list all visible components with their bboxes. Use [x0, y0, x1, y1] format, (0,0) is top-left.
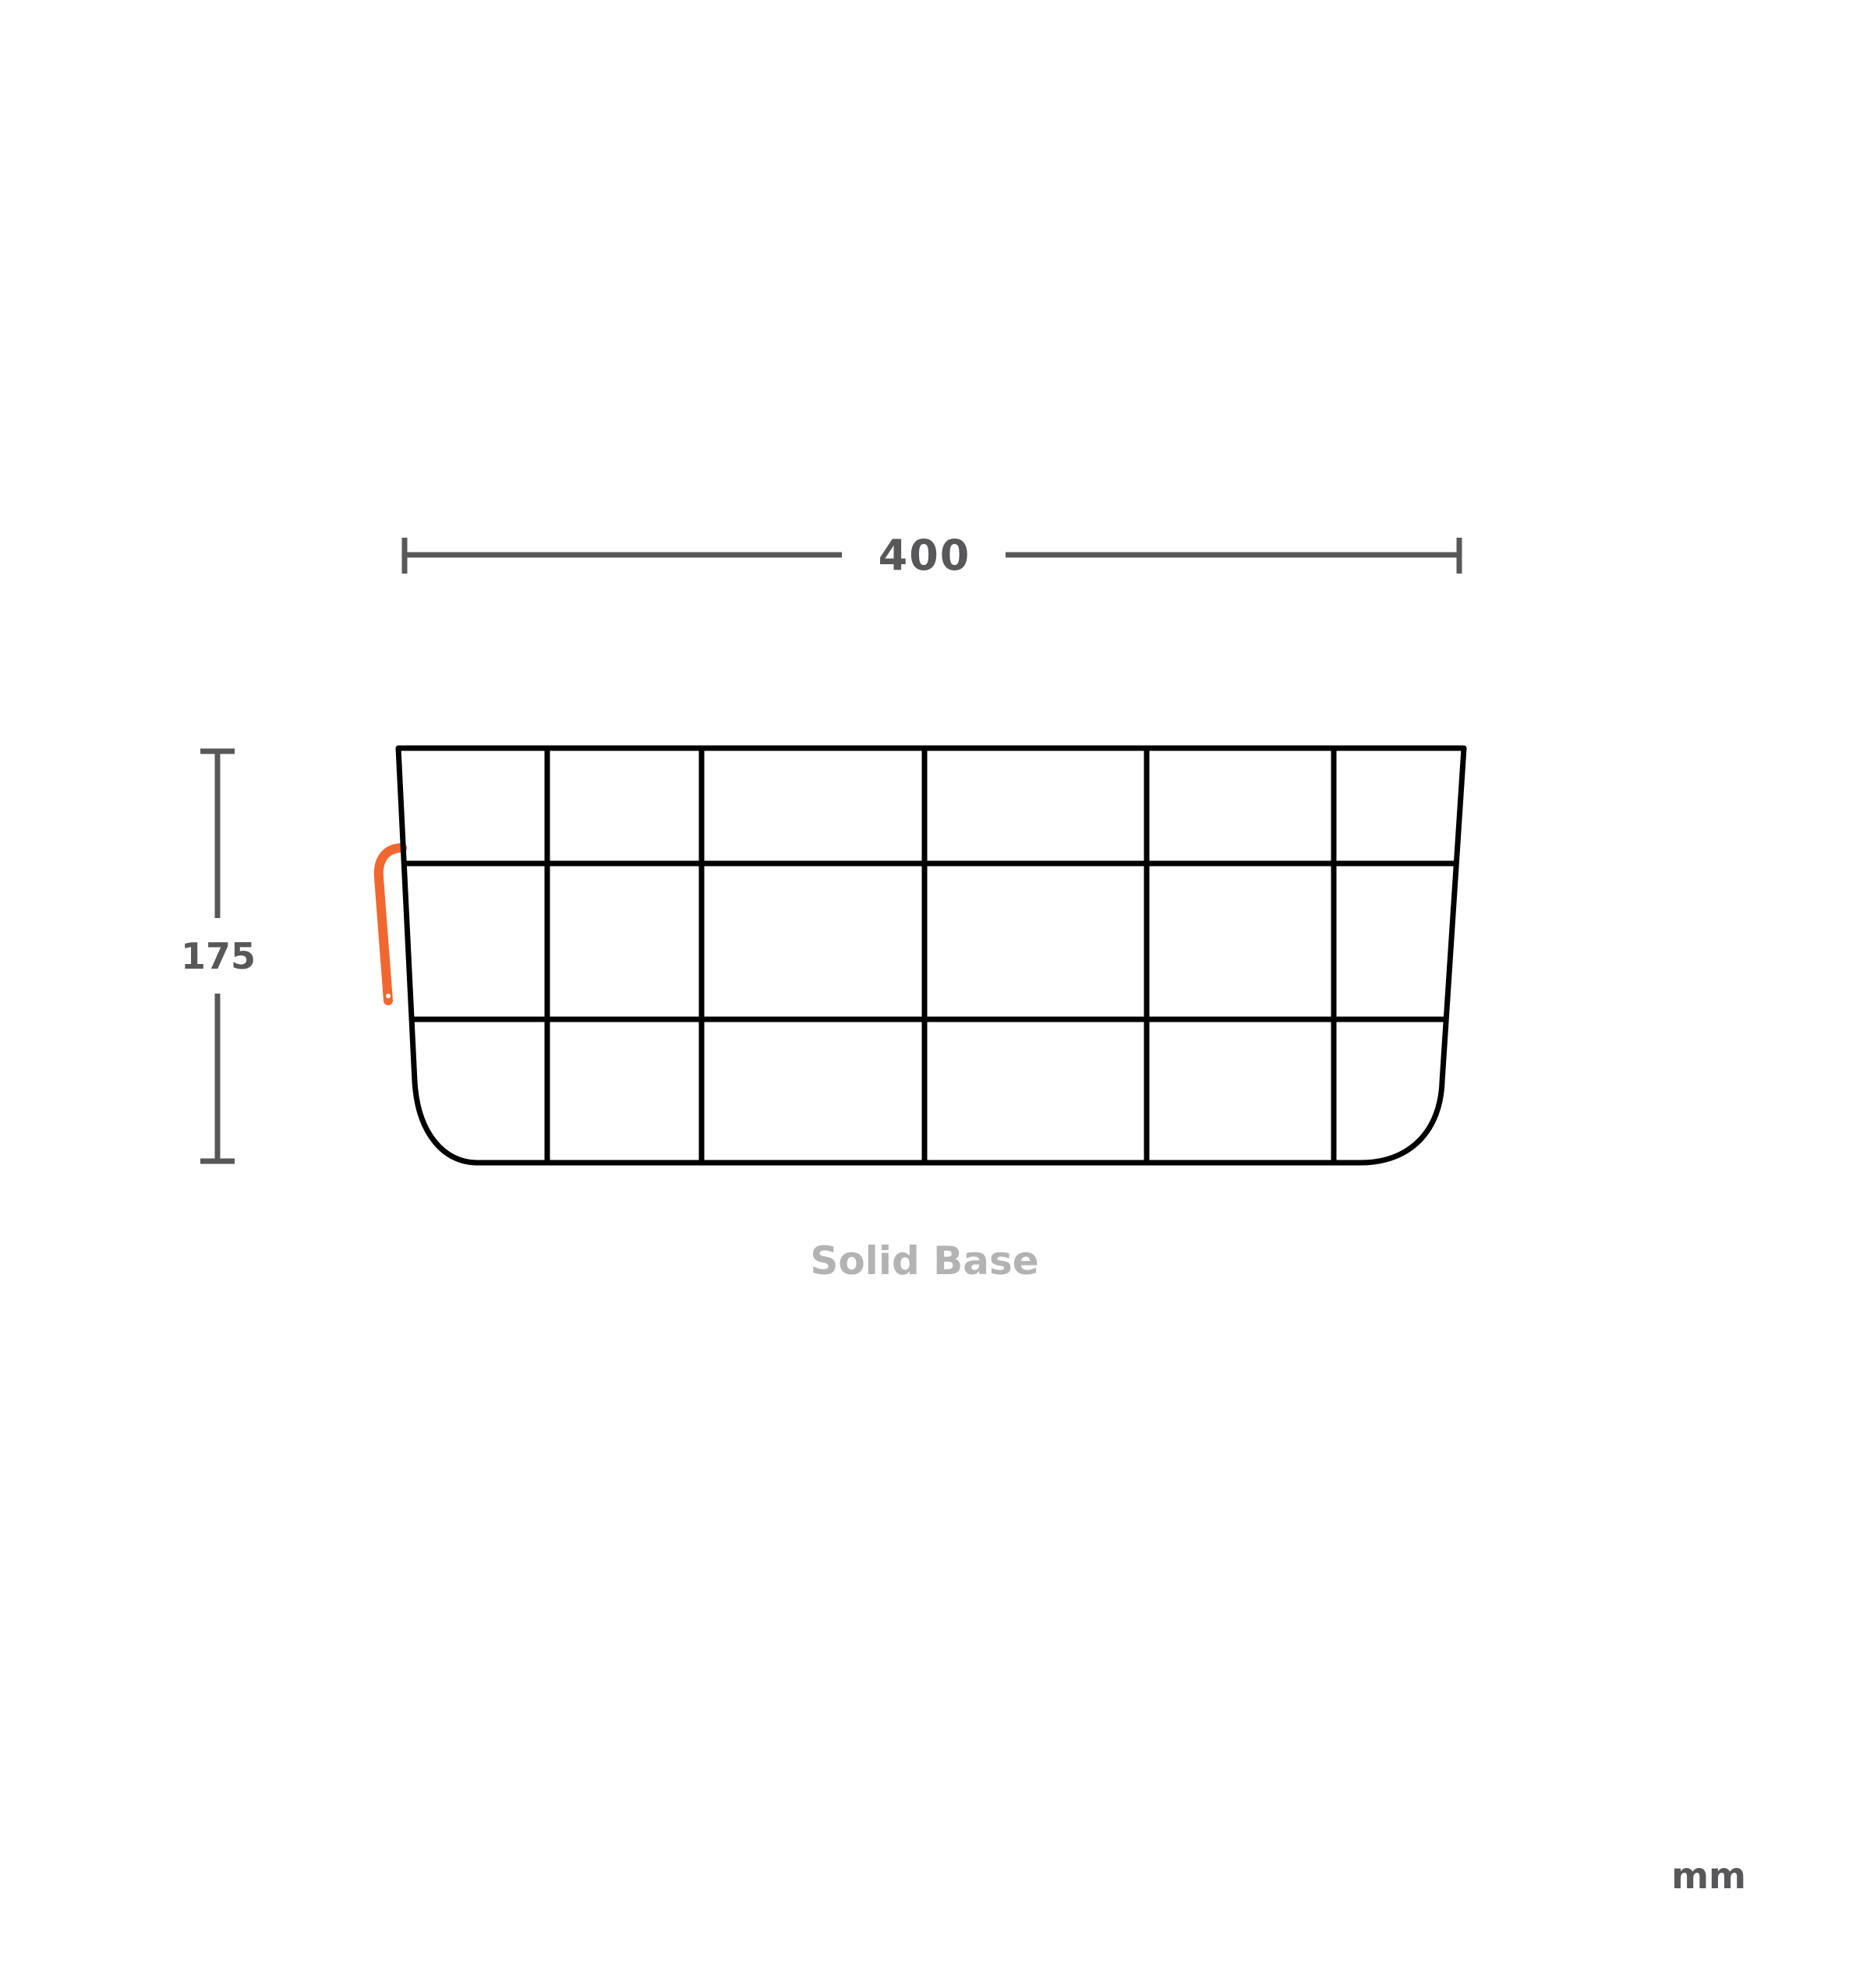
- basket-handle: [373, 843, 407, 1005]
- handle-rivet: [386, 994, 391, 998]
- handle-hook: [373, 843, 407, 1005]
- width-dimension-label: 400: [878, 531, 971, 580]
- diagram-caption: Solid Base: [810, 1238, 1039, 1284]
- basket-outline: [395, 745, 1467, 1166]
- unit-label: mm: [1671, 1855, 1746, 1897]
- height-dimension-label: 175: [180, 935, 256, 977]
- width-dimension-line: [401, 538, 1462, 574]
- basket-frame: [395, 745, 1467, 1166]
- height-dimension-line: [200, 748, 235, 1164]
